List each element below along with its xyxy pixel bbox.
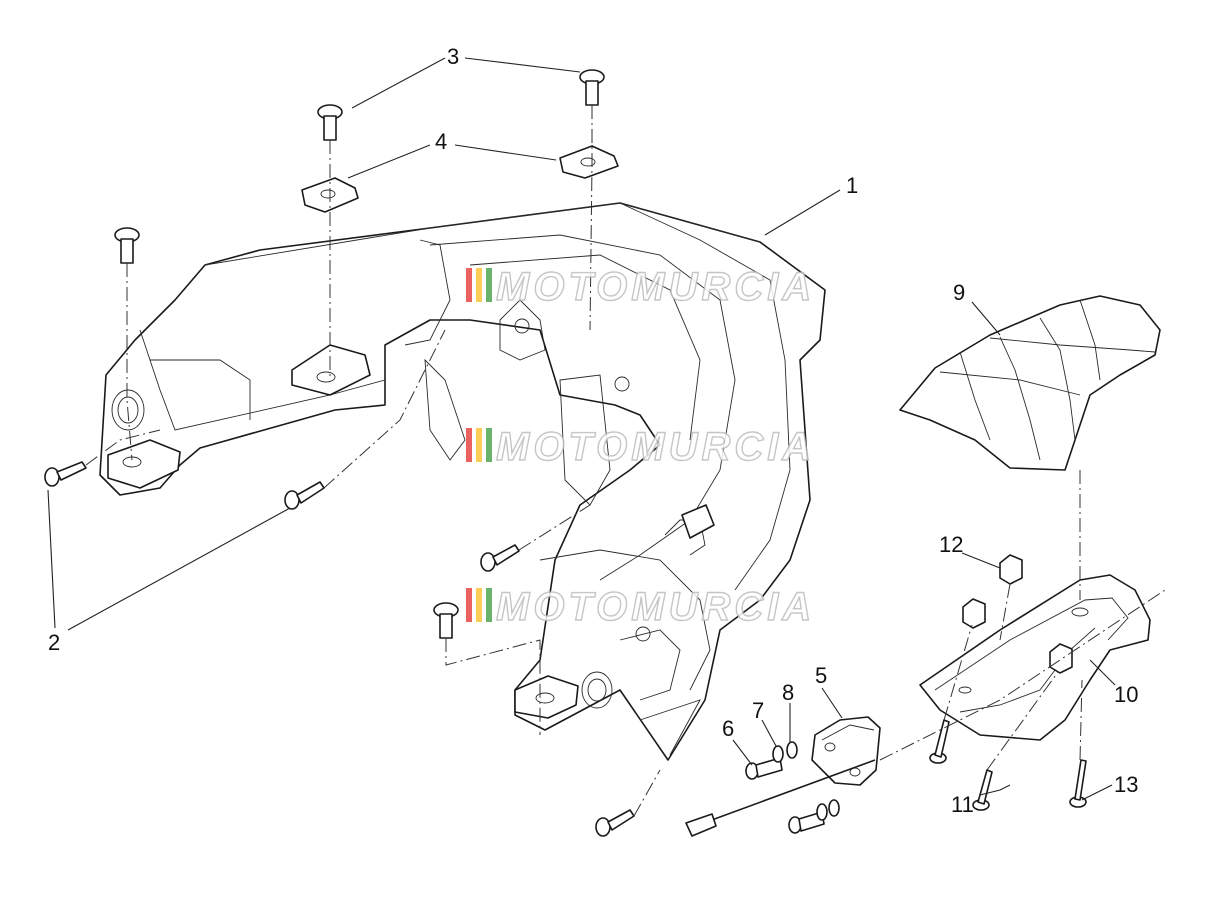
watermark-text: MOTOMURCIA xyxy=(496,265,815,309)
bolt-top-left xyxy=(317,104,343,141)
callout-9: 9 xyxy=(953,280,965,305)
watermark-middle: MOTOMURCIA xyxy=(466,424,815,470)
callout-6: 6 xyxy=(722,716,734,741)
rear-body-assembly xyxy=(99,202,826,761)
callout-8: 8 xyxy=(782,680,794,705)
leader-lines xyxy=(47,57,1116,801)
callout-12: 12 xyxy=(939,532,963,557)
bolt-6 xyxy=(745,757,783,780)
seat-base-tray xyxy=(919,574,1151,741)
screw-left xyxy=(44,461,87,487)
plastic-nut-3 xyxy=(1049,643,1073,674)
callout-2: 2 xyxy=(48,630,60,655)
callout-11: 11 xyxy=(951,792,974,817)
bolt-top-right xyxy=(579,69,605,106)
washer-8 xyxy=(786,741,840,817)
callout-13: 13 xyxy=(1114,772,1138,797)
assembly-lines xyxy=(85,105,1166,817)
light-housing xyxy=(685,716,881,837)
clip-nut-right xyxy=(559,145,619,179)
bolt-lower-center xyxy=(433,602,459,639)
callouts: 1 2 3 4 5 6 7 8 9 10 11 12 13 xyxy=(48,44,1138,817)
plastic-nut-1 xyxy=(999,554,1023,585)
screw-tray-2 xyxy=(972,769,993,811)
callout-5: 5 xyxy=(815,663,827,688)
callout-1: 1 xyxy=(846,173,858,198)
watermark-bottom: MOTOMURCIA xyxy=(466,584,815,630)
callout-7: 7 xyxy=(752,698,764,723)
callout-10: 10 xyxy=(1114,682,1138,707)
screw-tray-1 xyxy=(929,719,950,764)
watermark-text: MOTOMURCIA xyxy=(496,585,815,629)
watermark-text: MOTOMURCIA xyxy=(496,425,815,469)
callout-3: 3 xyxy=(447,44,459,69)
callout-4: 4 xyxy=(435,129,447,154)
watermark-top: MOTOMURCIA xyxy=(466,264,815,310)
plastic-nut-2 xyxy=(962,598,986,629)
bolt-left xyxy=(114,227,140,264)
screw-center-low xyxy=(480,544,520,572)
screw-center xyxy=(284,481,325,510)
screw-tray-3 xyxy=(1069,759,1087,808)
seat-cushion xyxy=(899,295,1161,471)
screw-bottom xyxy=(595,809,635,837)
washer-7 xyxy=(772,745,828,821)
